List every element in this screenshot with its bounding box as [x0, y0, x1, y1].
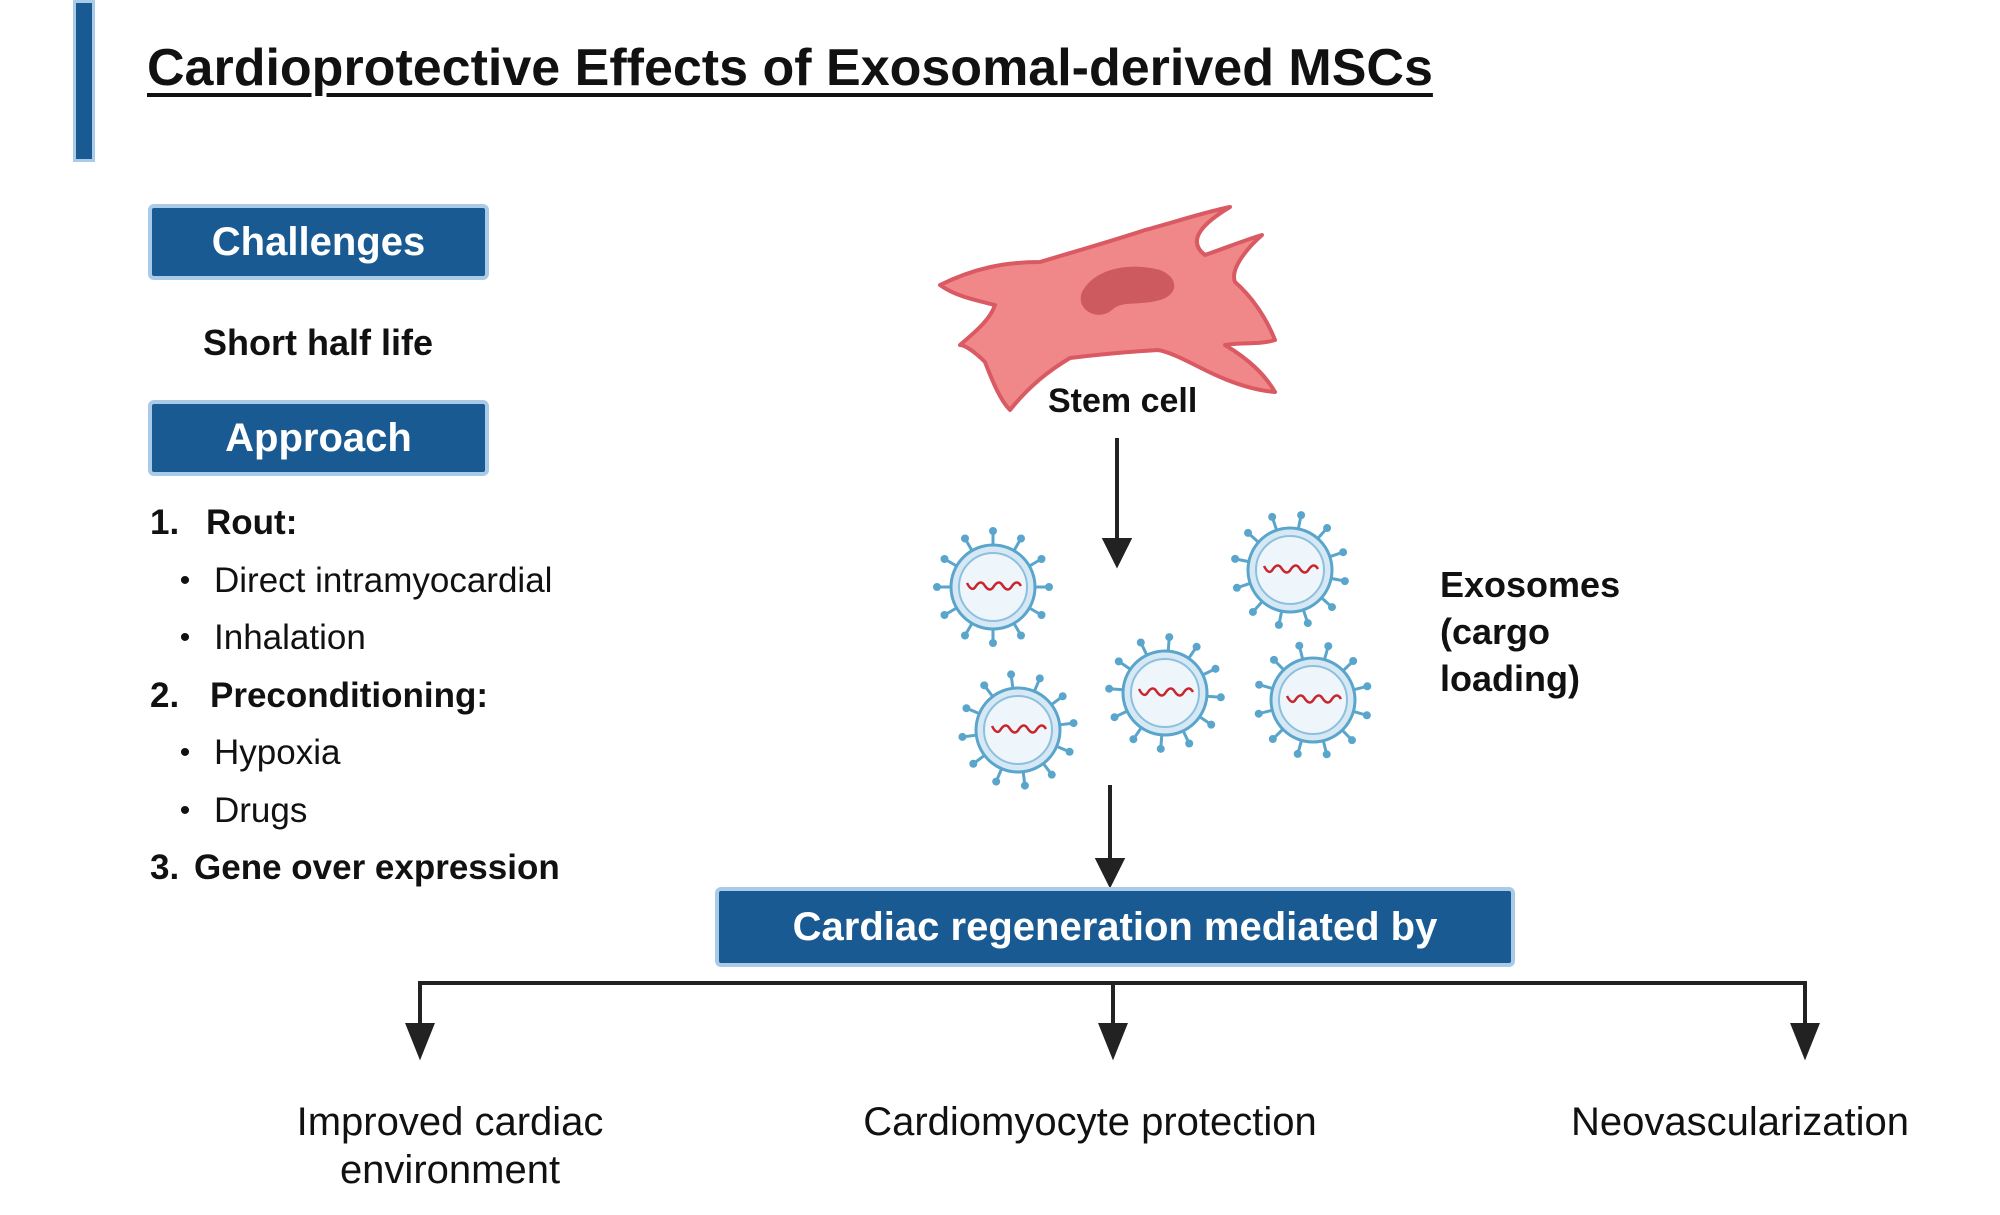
section-heading: Preconditioning:: [210, 675, 489, 715]
challenge-item: Short half life: [203, 322, 434, 363]
list-item-label: Inhalation: [214, 618, 366, 657]
exosome-icon: [958, 670, 1078, 790]
section-number: 2.: [150, 675, 180, 715]
arrowhead-icon: [1790, 1023, 1820, 1061]
bullet-icon: •: [179, 621, 191, 654]
outcome-improved-cardiac-environment: Improved cardiac environment: [296, 1100, 604, 1192]
list-item: • Direct intramyocardial: [150, 552, 560, 610]
list-item: • Hypoxia: [150, 724, 560, 782]
challenges-header: Challenges: [148, 204, 489, 280]
arrowhead-icon: [1094, 858, 1126, 889]
list-item: • Inhalation: [150, 609, 560, 667]
exosome-icon: [1231, 511, 1349, 629]
approach-header: Approach: [148, 400, 489, 476]
list-item: • Drugs: [150, 782, 560, 840]
list-item-label: Hypoxia: [214, 733, 341, 772]
section-heading: Gene over expression: [194, 848, 560, 887]
exosome-cluster: [933, 511, 1372, 790]
exosome-icon: [1105, 633, 1225, 753]
approach-section-1: 1. Rout:: [150, 494, 560, 552]
approach-section-3: 3. Gene over expression: [150, 839, 560, 897]
section-number: 3.: [150, 848, 180, 887]
exosome-icon: [1254, 641, 1372, 759]
outcome-neovascularization: Neovascularization: [1571, 1100, 1909, 1144]
stem-cell-icon: [938, 205, 1277, 412]
exosome-icon: [933, 527, 1053, 647]
section-heading: Rout:: [206, 503, 298, 542]
outcome-cardiomyocyte-protection: Cardiomyocyte protection: [863, 1100, 1317, 1144]
bullet-icon: •: [179, 563, 191, 597]
stem-cell-label: Stem cell: [1048, 382, 1198, 420]
page-title: Cardioprotective Effects of Exosomal-der…: [147, 39, 1433, 97]
approach-list: 1. Rout: • Direct intramyocardial • Inha…: [150, 494, 560, 897]
title-accent-bar: [73, 0, 95, 162]
regeneration-header: Cardiac regeneration mediated by: [715, 887, 1515, 967]
list-item-label: Drugs: [214, 790, 308, 830]
exosomes-label: Exosomes (cargo loading): [1440, 564, 1621, 699]
arrowhead-icon: [1098, 1023, 1128, 1061]
list-item-label: Direct intramyocardial: [214, 560, 553, 600]
section-number: 1.: [150, 503, 180, 542]
approach-section-2: 2. Preconditioning:: [150, 667, 560, 725]
bullet-icon: •: [179, 793, 191, 827]
arrowhead-icon: [1101, 538, 1133, 569]
arrowhead-icon: [405, 1023, 435, 1061]
bullet-icon: •: [179, 736, 191, 769]
